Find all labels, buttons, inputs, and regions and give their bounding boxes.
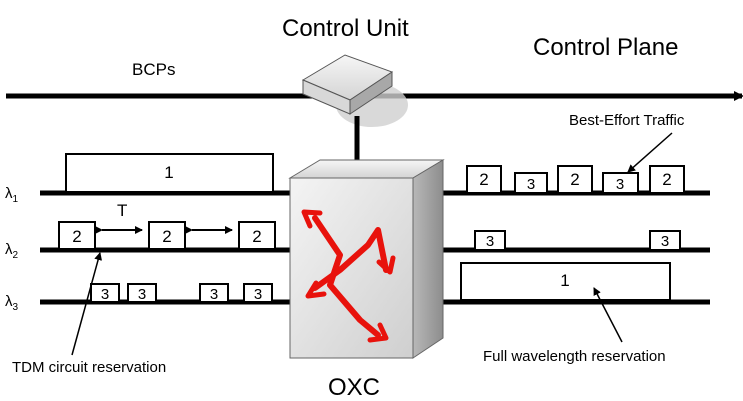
slot-left-l2-3-label: 2 <box>252 227 261 246</box>
slot-left-l3-1-label: 3 <box>101 286 109 303</box>
slot-left-l3-3-label: 3 <box>210 286 218 303</box>
slot-right-l1-4 <box>602 172 639 194</box>
slot-left-l2-1-label: 2 <box>72 227 81 246</box>
full-wavelength-label: Full wavelength reservation <box>483 348 666 365</box>
slot-right-l2-1-label: 3 <box>486 233 494 250</box>
oxc-label: OXC <box>328 374 380 401</box>
oxc-switch-icon <box>288 159 445 359</box>
slot-left-l2-2-label: 2 <box>162 227 171 246</box>
slot-left-l1-1 <box>65 153 274 193</box>
slot-left-l3-4 <box>243 283 273 303</box>
slot-left-l3-3 <box>199 283 229 303</box>
slot-left-l1-1-label: 1 <box>164 163 173 182</box>
tdm-pointer <box>71 252 103 356</box>
slot-right-l1-1 <box>466 165 502 194</box>
lambda2-label: λ2 <box>5 241 19 261</box>
slot-right-l1-2-label: 3 <box>527 176 535 193</box>
control-unit-label: Control Unit <box>282 15 409 42</box>
control-unit-icon <box>301 54 408 127</box>
slot-right-l1-3 <box>557 165 593 194</box>
slot-right-l1-2 <box>514 172 548 194</box>
slot-right-l3-1 <box>460 262 671 301</box>
slot-left-l3-4-label: 3 <box>254 286 262 303</box>
best-effort-label: Best-Effort Traffic <box>569 112 685 129</box>
lambda1-label: λ1 <box>5 185 19 205</box>
slot-right-l1-3-label: 2 <box>570 170 579 189</box>
slot-left-l3-2-label: 3 <box>138 286 146 303</box>
slot-right-l1-1-label: 2 <box>479 170 488 189</box>
tdm-label: TDM circuit reservation <box>12 359 166 376</box>
bcps-label: BCPs <box>132 60 175 79</box>
slot-left-l2-2 <box>148 221 186 250</box>
slot-right-l2-2 <box>649 230 681 251</box>
slot-right-l3-1-label: 1 <box>560 271 569 290</box>
period-label: T <box>117 201 127 220</box>
crossconnect-arrows-icon <box>301 209 396 343</box>
slot-left-l2-3 <box>238 221 276 250</box>
control-plane-label: Control Plane <box>533 34 678 61</box>
slot-left-l3-1 <box>90 283 120 303</box>
full-wavelength-pointer <box>593 287 623 343</box>
slot-left-l3-2 <box>127 283 157 303</box>
slot-right-l2-1 <box>474 230 506 251</box>
slot-left-l2-1 <box>58 221 96 250</box>
slot-right-l1-5 <box>649 165 685 194</box>
slot-right-l1-4-label: 3 <box>616 176 624 193</box>
slot-right-l2-2-label: 3 <box>661 233 669 250</box>
best-effort-pointer <box>627 132 673 173</box>
slot-right-l1-5-label: 2 <box>662 170 671 189</box>
lambda3-label: λ3 <box>5 293 19 313</box>
